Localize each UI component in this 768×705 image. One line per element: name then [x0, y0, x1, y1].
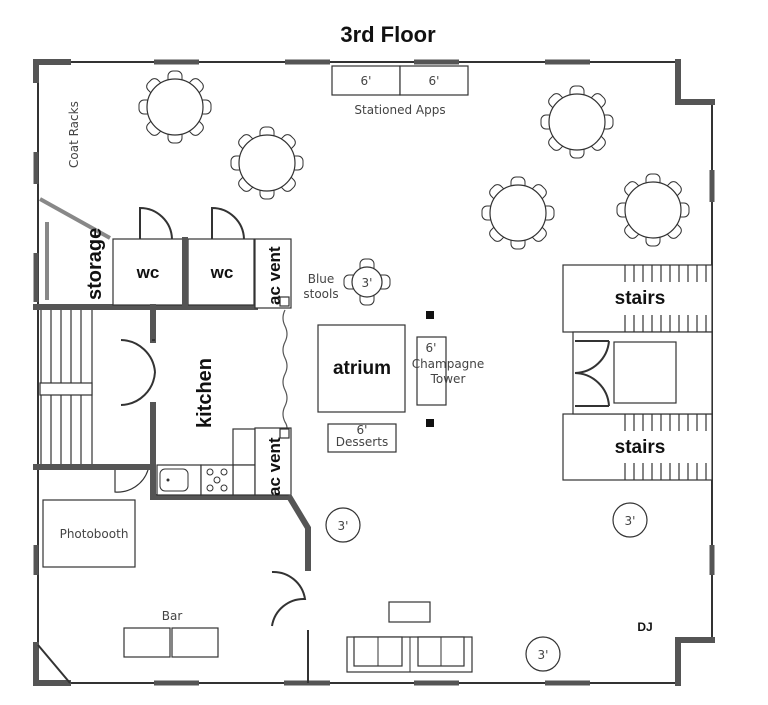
svg-text:6': 6' — [357, 423, 368, 437]
stationed-apps-label: Stationed Apps — [354, 103, 445, 117]
table-top — [489, 184, 547, 242]
table-top — [238, 134, 296, 192]
lounge-sofas — [346, 601, 473, 673]
round-table — [616, 173, 690, 247]
dj-label: DJ — [637, 620, 652, 634]
round-table — [343, 258, 391, 306]
svg-text:6': 6' — [361, 74, 372, 88]
champagne-tower-label: Tower — [430, 372, 466, 386]
champagne-tower-table — [416, 336, 447, 406]
left-stairwell — [33, 310, 155, 493]
atrium — [317, 324, 406, 413]
wc-label: wc — [136, 263, 160, 282]
floor-title: 3rd Floor — [340, 22, 436, 47]
bar-counter — [171, 627, 219, 658]
round-table — [230, 126, 304, 200]
wc-label: wc — [210, 263, 234, 282]
banquet-tables — [138, 70, 690, 250]
bar-label: Bar — [162, 609, 183, 623]
atrium-label: atrium — [333, 358, 391, 379]
table-top — [548, 93, 606, 151]
pillar — [426, 419, 434, 427]
cocktail-table: 3' — [525, 636, 561, 672]
kitchen: kitchen ac vent — [120, 304, 292, 500]
photobooth — [42, 499, 136, 568]
storage-label: storage — [84, 228, 106, 300]
kitchen-label: kitchen — [194, 358, 216, 428]
svg-text:6': 6' — [426, 341, 437, 355]
desserts-table — [327, 423, 397, 453]
windows — [33, 59, 715, 686]
round-table — [138, 70, 212, 144]
svg-text:3': 3' — [338, 519, 349, 533]
photobooth-label: Photobooth — [60, 527, 129, 541]
ac-vent-label: ac vent — [265, 437, 284, 496]
coat-racks-label: Coat Racks — [67, 101, 81, 168]
pillar — [426, 311, 434, 319]
cocktail-table: 3' — [612, 502, 648, 538]
round-table — [540, 85, 614, 159]
stools-table-size: 3' — [362, 276, 373, 290]
blue-stools-label: stools — [303, 287, 338, 301]
right-stairwell: stairs stairs — [562, 264, 713, 481]
champagne-tower-label: Champagne — [412, 357, 485, 371]
svg-text:6': 6' — [429, 74, 440, 88]
blue-stools-table: 3' — [343, 258, 391, 306]
stairs-label: stairs — [615, 288, 666, 309]
svg-text:3': 3' — [625, 514, 636, 528]
table-top — [624, 181, 682, 239]
stove-icon — [200, 464, 234, 496]
restrooms-block: storage wc wc ac vent — [33, 206, 292, 310]
stationed-apps-tables: 6' 6' Stationed Apps — [331, 65, 469, 117]
bar-area-walls — [271, 493, 311, 683]
desserts-label: Desserts — [336, 435, 388, 449]
round-table — [481, 176, 555, 250]
coat-rack-bar — [39, 197, 111, 240]
svg-text:3': 3' — [538, 648, 549, 662]
cocktail-table: 3' — [325, 507, 361, 543]
table-top — [146, 78, 204, 136]
stairs-label: stairs — [615, 437, 666, 458]
table-top — [351, 266, 383, 298]
bar-counter — [123, 627, 171, 658]
blue-stools-label: Blue — [308, 272, 335, 286]
ac-vent-label: ac vent — [265, 246, 284, 305]
